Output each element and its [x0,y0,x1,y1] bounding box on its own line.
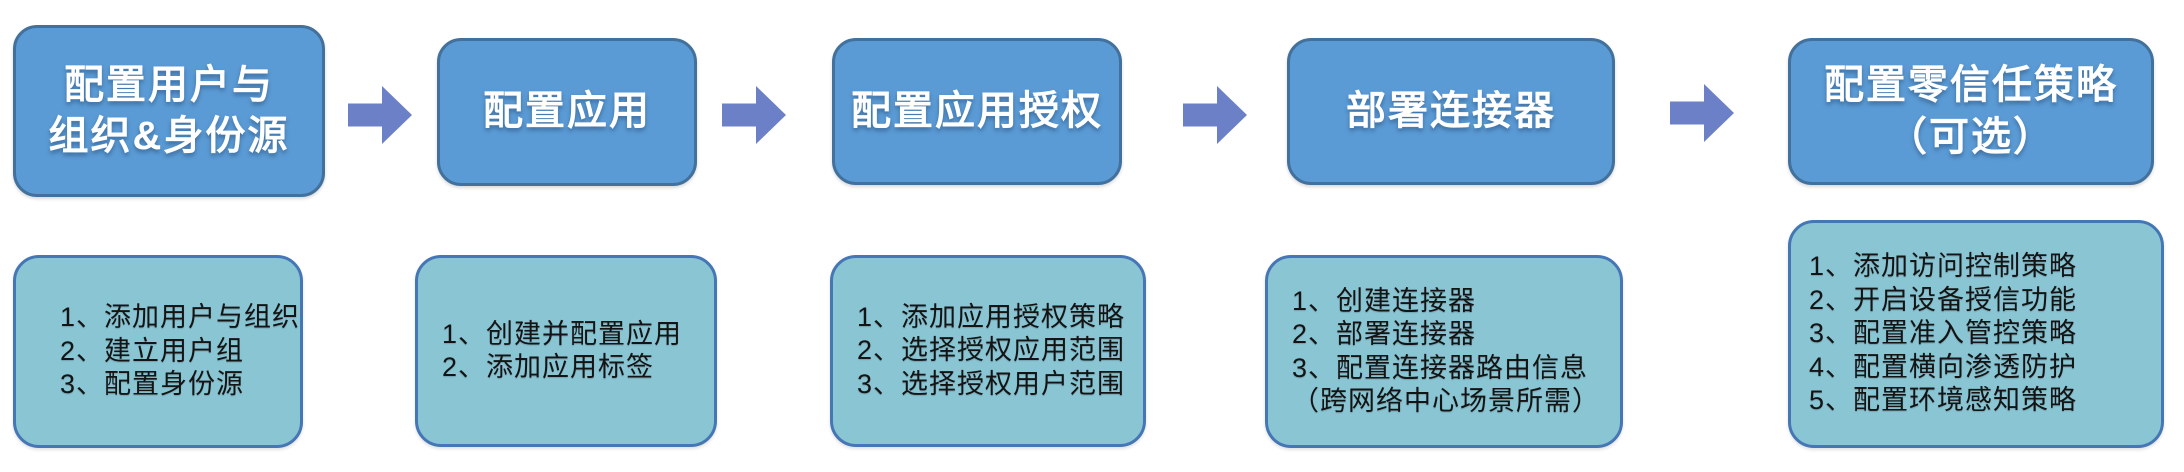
arrow-right-icon [1670,84,1734,142]
step-3-details: 1、添加应用授权策略 2、选择授权应用范围 3、选择授权用户范围 [830,255,1146,447]
detail-item: 2、部署连接器 [1292,319,1477,350]
detail-item: （跨网络中心场景所需） [1292,385,1600,416]
step-1-header: 配置用户与 组织&身份源 [13,25,325,197]
step-5-details: 1、添加访问控制策略 2、开启设备授信功能 3、配置准入管控策略 4、配置横向渗… [1788,220,2164,448]
step-2-header: 配置应用 [437,38,697,186]
arrow-right-icon [348,86,412,144]
step-1-title-line: 配置用户与 [64,62,274,107]
step-5-title-line: 配置零信任策略 [1824,63,2118,108]
detail-item: 2、选择授权应用范围 [857,335,1126,366]
detail-item: 3、选择授权用户范围 [857,368,1126,399]
detail-item: 2、开启设备授信功能 [1809,284,2078,315]
step-4-title-line: 部署连接器 [1346,88,1556,133]
step-2-details: 1、创建并配置应用 2、添加应用标签 [415,255,717,447]
detail-item: 3、配置准入管控策略 [1809,318,2078,349]
detail-item: 1、创建连接器 [1292,285,1477,316]
detail-item: 1、添加应用授权策略 [857,301,1126,332]
step-4-header: 部署连接器 [1287,38,1615,185]
detail-item: 5、配置环境感知策略 [1809,385,2078,416]
detail-item: 2、添加应用标签 [442,352,655,382]
detail-item: 3、配置身份源 [60,369,245,400]
step-5-title-line: （可选） [1887,114,2055,159]
arrow-right-icon [722,86,786,144]
detail-item: 3、配置连接器路由信息 [1292,352,1589,383]
arrow-right-icon [1183,86,1247,144]
detail-item: 4、配置横向渗透防护 [1809,351,2078,382]
step-3-header: 配置应用授权 [832,38,1122,185]
detail-item: 1、添加访问控制策略 [1809,251,2078,282]
step-5-header: 配置零信任策略 （可选） [1788,38,2154,185]
detail-item: 1、添加用户与组织 [60,302,301,333]
step-1-details: 1、添加用户与组织 2、建立用户组 3、配置身份源 [13,255,303,448]
detail-item: 2、建立用户组 [60,335,245,366]
step-3-title-line: 配置应用授权 [851,88,1103,133]
step-1-title-line: 组织&身份源 [48,114,290,158]
step-4-details: 1、创建连接器 2、部署连接器 3、配置连接器路由信息 （跨网络中心场景所需） [1265,255,1623,448]
detail-item: 1、创建并配置应用 [442,318,683,349]
step-2-title-line: 配置应用 [483,89,651,134]
